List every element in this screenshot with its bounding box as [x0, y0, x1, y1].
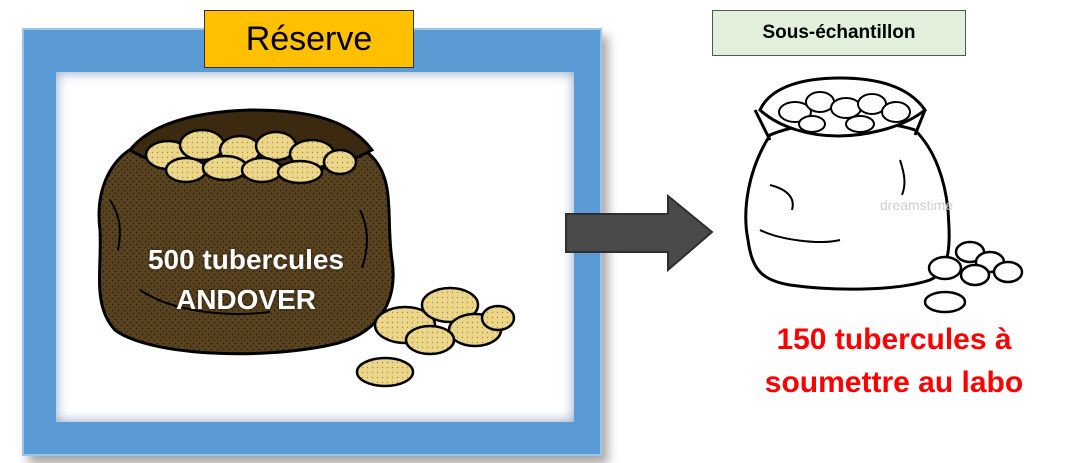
- subsample-caption: 150 tubercules à soumettre au labo: [724, 318, 1064, 404]
- spilled-potatoes-icon: [355, 286, 516, 388]
- stock-count-line1: 500 tubercules: [147, 244, 345, 275]
- reserve-label: Réserve: [204, 10, 414, 68]
- subsample-label: Sous-échantillon: [712, 10, 966, 56]
- stock-count-text: 500 tubercules ANDOVER: [106, 240, 386, 320]
- white-sack-potatoes-icon: [778, 91, 911, 133]
- arrow-right-icon: [565, 193, 714, 273]
- subsample-caption-line1: 150 tubercules à: [776, 323, 1012, 356]
- white-spilled-potatoes-icon: [923, 240, 1024, 314]
- watermark-text: dreamstime: [880, 197, 953, 213]
- subsample-caption-line2: soumettre au labo: [764, 366, 1024, 399]
- stock-variety-line: ANDOVER: [175, 284, 316, 315]
- potatoes-in-sack-icon: [144, 128, 358, 185]
